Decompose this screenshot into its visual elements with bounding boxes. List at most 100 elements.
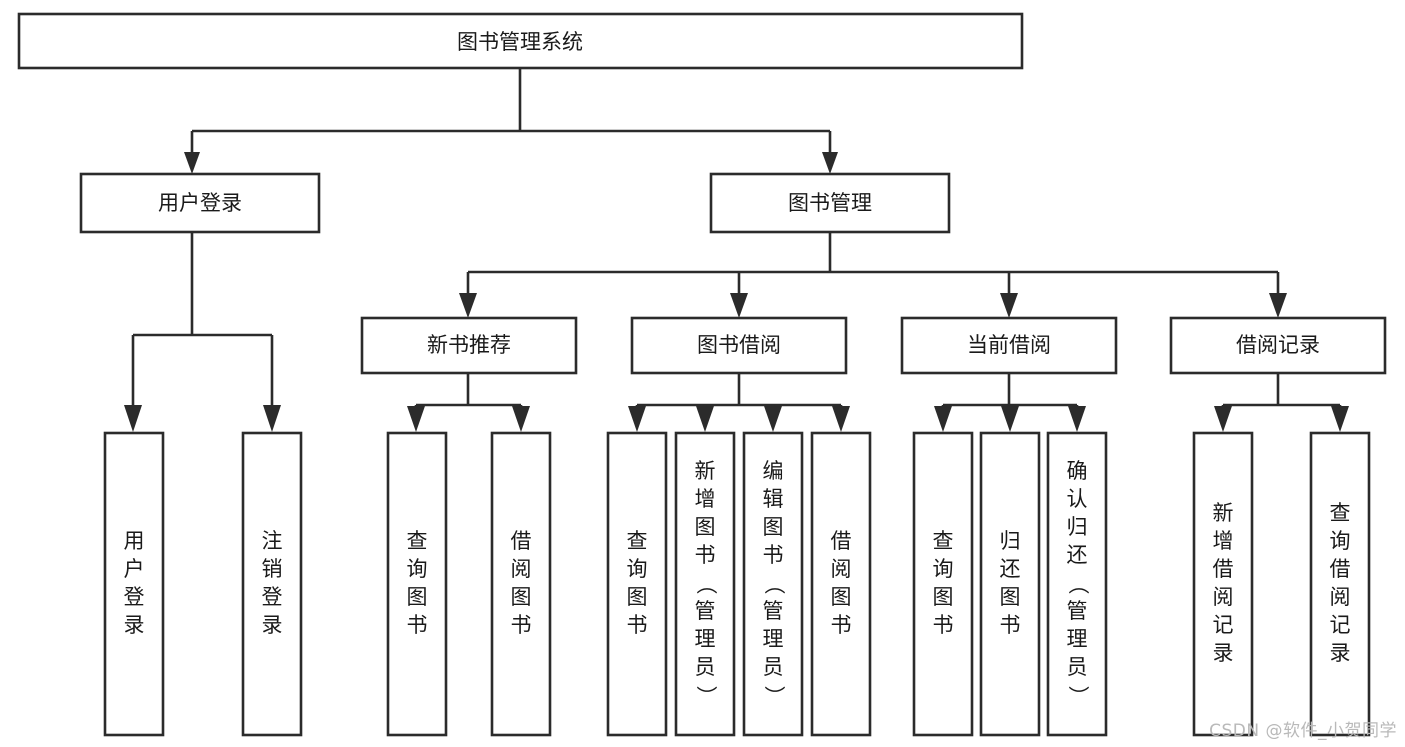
node-user-login[interactable]: 用户登录 [79,172,321,234]
vertical-label-char: 辑 [763,487,784,511]
vertical-label-char: 记 [1330,613,1351,637]
vertical-label-char: 借 [511,529,532,553]
vertical-label-char: 图 [695,515,716,539]
leaf-edit-book-box[interactable] [742,431,804,737]
vertical-label-char: 图 [627,585,648,609]
vertical-label-char: 用 [124,529,145,553]
node-book-manage[interactable]: 图书管理 [709,172,951,234]
vertical-label-char: 书 [511,613,532,637]
node-root[interactable]: 图书管理系统 [17,12,1024,70]
arrow-head-book-manage [822,152,838,174]
arrow-head-leaf-user-login [124,405,142,432]
leaf-query-book-3-box[interactable] [912,431,974,737]
vertical-label-char: 书 [933,613,954,637]
vertical-label-char: 编 [763,459,784,483]
vertical-label-char: 图 [763,515,784,539]
vertical-label-char: 借 [1213,557,1234,581]
node-current-borrow[interactable]: 当前借阅 [900,316,1118,375]
node-current-borrow-box[interactable] [900,316,1118,375]
connector-layer [124,68,1349,432]
vertical-label-char: 询 [933,557,954,581]
node-book-borrow-label: 图书借阅 [697,333,781,357]
node-borrow-record-label: 借阅记录 [1236,333,1320,357]
node-root-box[interactable] [17,12,1024,70]
vertical-label-char: 管 [695,599,716,623]
vertical-label-char: 书 [627,613,648,637]
vertical-label-char: 书 [831,613,852,637]
node-new-book-recommend[interactable]: 新书推荐 [360,316,578,375]
arrow-head-user-login [184,152,200,174]
vertical-label-char: 图 [933,585,954,609]
node-current-borrow-label: 当前借阅 [967,333,1051,357]
vertical-label-char: 注 [262,529,283,553]
leaf-borrow-book-2-box[interactable] [810,431,872,737]
node-borrow-record-box[interactable] [1169,316,1387,375]
node-book-manage-label: 图书管理 [788,191,872,215]
node-book-borrow[interactable]: 图书借阅 [630,316,848,375]
node-borrow-record[interactable]: 借阅记录 [1169,316,1387,375]
vertical-label-char: 借 [831,529,852,553]
leaf-user-login-box[interactable] [103,431,165,737]
node-user-login-box[interactable] [79,172,321,234]
leaf-user-login[interactable]: 用户登录 [103,431,165,737]
vertical-label-char: 阅 [511,557,532,581]
node-book-borrow-box[interactable] [630,316,848,375]
node-book-manage-box[interactable] [709,172,951,234]
leaf-borrow-book-1-box[interactable] [490,431,552,737]
arrow-head-leaf-logout-login [263,405,281,432]
vertical-label-char: 询 [1330,529,1351,553]
vertical-label-char: 户 [124,557,145,581]
leaf-query-book-2-box[interactable] [606,431,668,737]
vertical-label-char: 新 [695,459,716,483]
vertical-label-char: ） [762,686,786,707]
arrow-head-leaf-confirm-return [1068,406,1086,432]
vertical-label-char: 录 [1213,641,1234,665]
vertical-label-char: （ [1066,574,1090,595]
leaf-add-book-box[interactable] [674,431,736,737]
vertical-label-char: 查 [1330,501,1351,525]
node-user-login-label: 用户登录 [158,191,242,215]
node-new-book-recommend-box[interactable] [360,316,578,375]
vertical-label-char: 询 [627,557,648,581]
vertical-label-char: 员 [1067,655,1088,679]
vertical-label-char: 阅 [1330,585,1351,609]
vertical-label-char: 查 [407,529,428,553]
leaf-add-record-box[interactable] [1192,431,1254,737]
vertical-label-char: ） [1066,686,1090,707]
vertical-label-char: 管 [763,599,784,623]
vertical-label-char: 理 [763,627,784,651]
leaf-confirm-return-box[interactable] [1046,431,1108,737]
leaf-query-record-box[interactable] [1309,431,1371,737]
vertical-label-char: 确 [1067,459,1088,483]
vertical-label-char: 图 [511,585,532,609]
leaf-query-book-1-box[interactable] [386,431,448,737]
leaf-return-book-box[interactable] [979,431,1041,737]
vertical-label-char: 销 [262,557,283,581]
vertical-label-char: （ [762,574,786,595]
arrow-head-book-borrow [730,293,748,318]
vertical-label-char: 书 [407,613,428,637]
leaf-logout-login-box[interactable] [241,431,303,737]
arrow-head-leaf-query-record [1331,406,1349,432]
arrow-head-leaf-query-book-1 [407,406,425,432]
